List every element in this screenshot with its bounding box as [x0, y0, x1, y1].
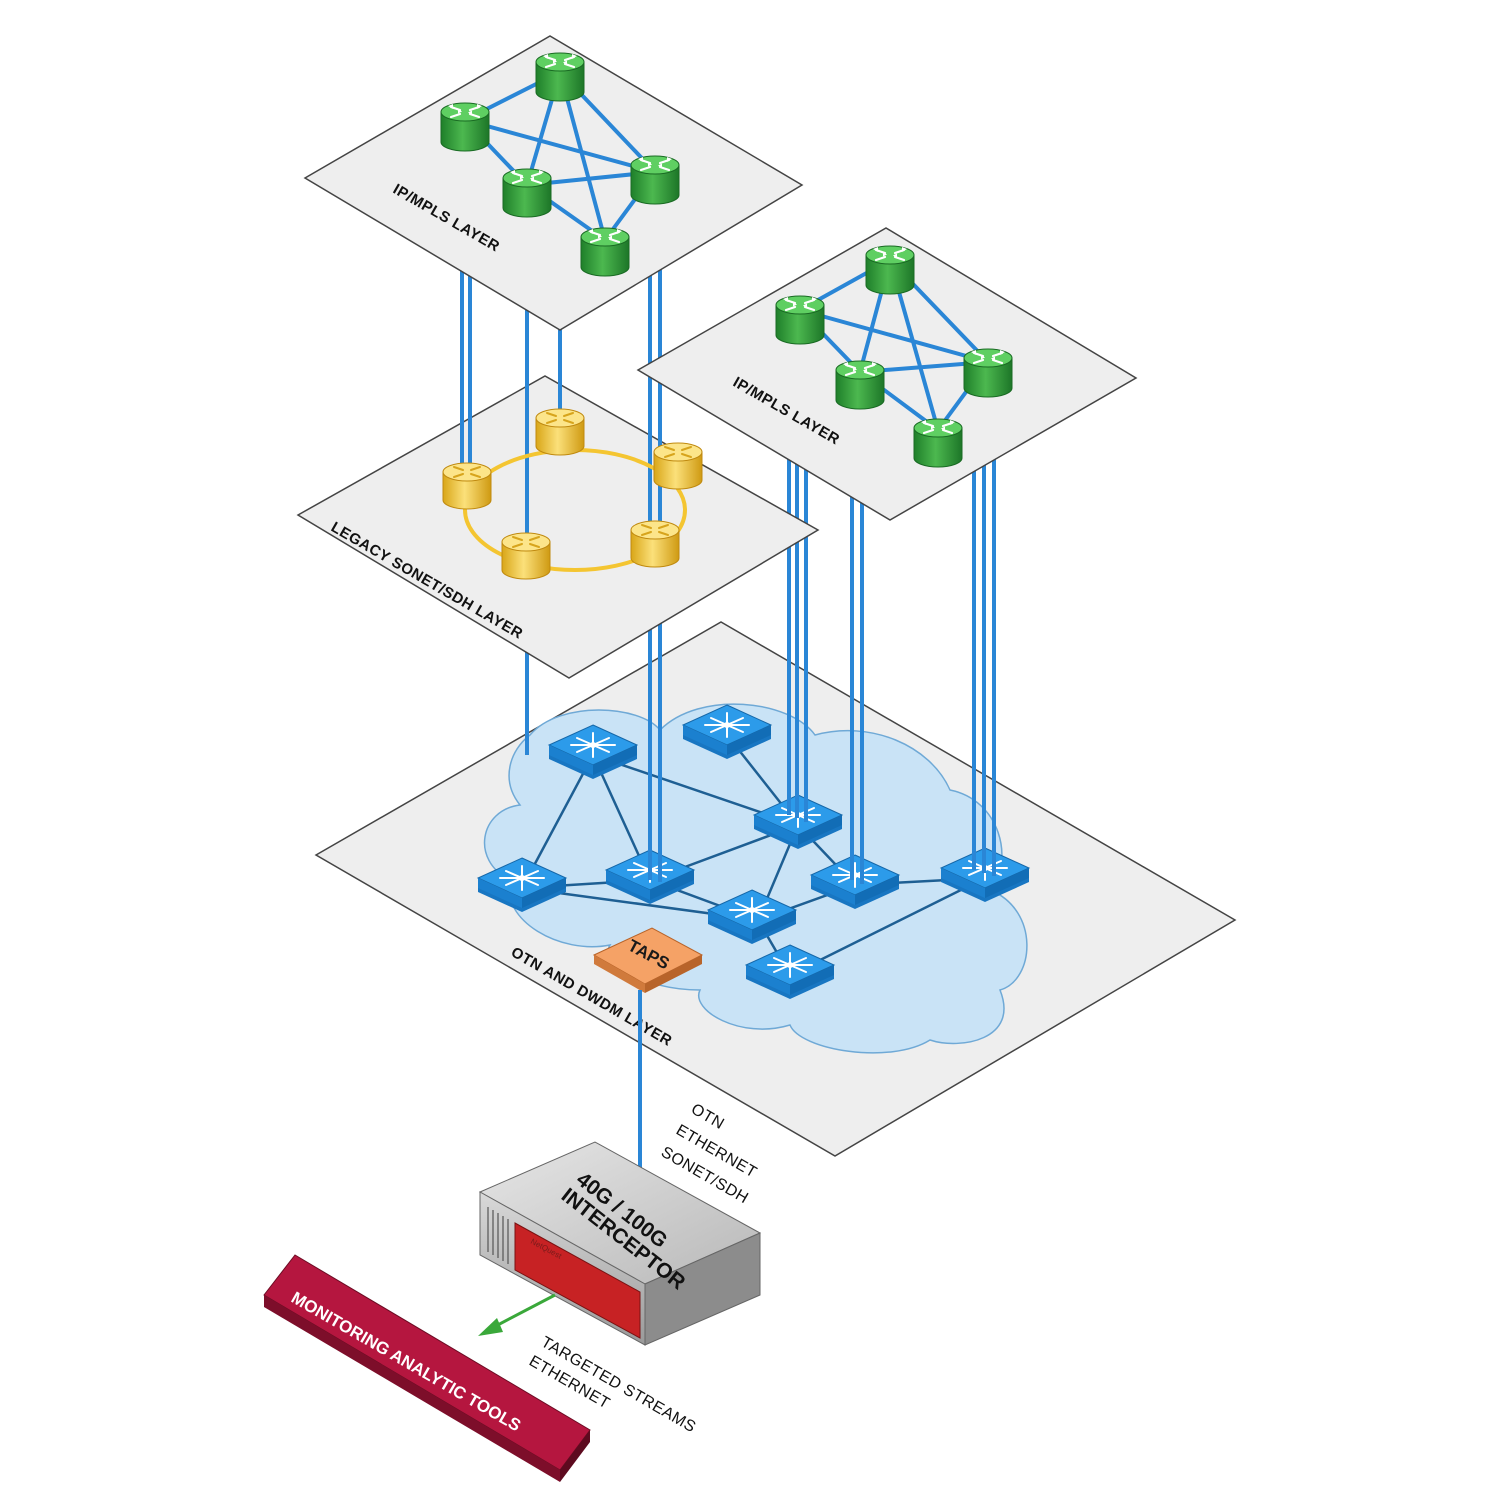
- sonet-adm-icon: [501, 532, 551, 580]
- interceptor-appliance-icon: NetQuest 40G / 100G INTERCEPTOR: [478, 1141, 762, 1346]
- router-icon: [629, 154, 681, 206]
- router-icon: [912, 417, 964, 469]
- router-icon: [579, 226, 631, 278]
- ip-mpls-plane-right: [636, 227, 1138, 521]
- right-vertical-links: [787, 345, 996, 884]
- router-icon: [774, 294, 826, 346]
- otn-plane: [314, 621, 1237, 1157]
- router-icon: [501, 167, 553, 219]
- router-icon: [439, 101, 491, 153]
- taps-box: TAPS: [592, 927, 704, 993]
- sonet-adm-icon: [442, 462, 492, 510]
- router-icon: [534, 51, 586, 103]
- sonet-adm-icon: [630, 520, 680, 568]
- sonet-adm-icon: [535, 408, 585, 456]
- output-arrow: [478, 1293, 556, 1336]
- router-icon: [834, 359, 886, 411]
- router-icon: [864, 244, 916, 296]
- sonet-adm-icon: [653, 442, 703, 490]
- router-icon: [962, 347, 1014, 399]
